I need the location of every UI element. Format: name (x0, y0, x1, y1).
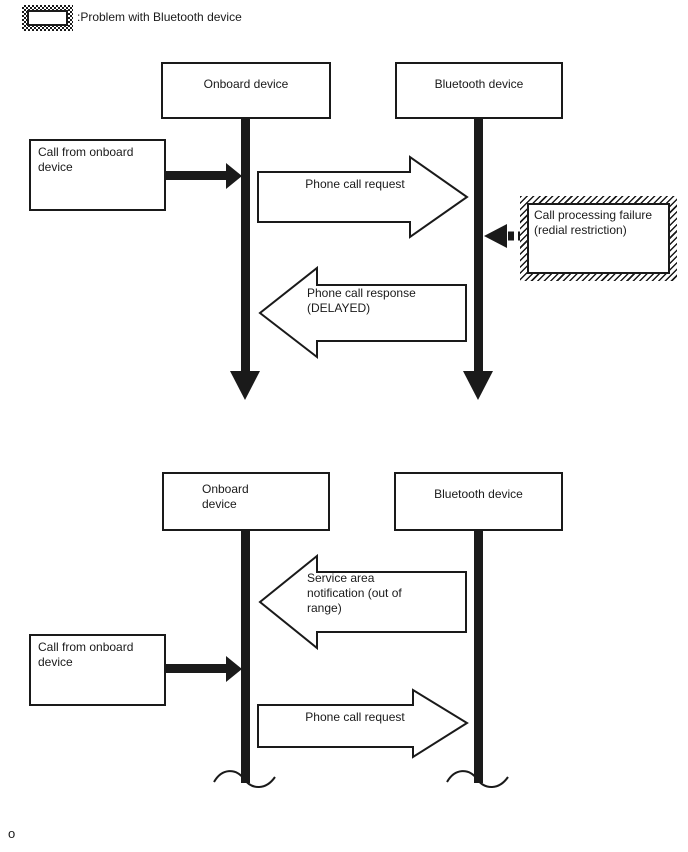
call-from-onboard-arrow-shaft-2 (165, 664, 227, 673)
bottom-call-from-onboard-label: Call from onboard device (38, 640, 134, 669)
call-processing-failure-label: Call processing failure (redial restrict… (527, 203, 670, 274)
call-from-onboard-arrowhead-icon-2 (226, 656, 242, 682)
call-from-onboard-arrowhead-icon (226, 163, 242, 189)
phone-call-request-arrow-2 (257, 688, 469, 759)
legend-swatch-inner-box (27, 10, 68, 26)
phone-call-response-label: Phone call response (DELAYED) (307, 286, 416, 315)
bluetooth-lifeline-break-squiggle (446, 770, 509, 788)
bluetooth-lifeline-top (474, 118, 483, 372)
bottom-phone-call-request-label: Phone call request (305, 710, 405, 724)
legend-label: :Problem with Bluetooth device (77, 10, 242, 24)
phone-call-response-arrow (258, 265, 467, 360)
top-phone-call-request-label: Phone call request (305, 177, 405, 191)
bottom-bluetooth-header-box: Bluetooth device (394, 472, 563, 531)
bluetooth-lifeline-arrowhead-icon (463, 371, 493, 400)
call-processing-failure-box: Call processing failure (redial restrict… (520, 196, 677, 281)
bottom-onboard-header-label: Onboard device (202, 482, 249, 511)
bluetooth-lifeline-bottom (474, 531, 483, 783)
onboard-lifeline-arrowhead-icon (230, 371, 260, 400)
top-call-from-onboard-box: Call from onboard device (29, 139, 166, 211)
top-onboard-header-box: Onboard device (161, 62, 331, 119)
top-bluetooth-header-label: Bluetooth device (434, 77, 524, 91)
onboard-lifeline-break-squiggle (213, 770, 276, 788)
page-marker: o (8, 826, 16, 841)
phone-call-request-arrow (257, 155, 469, 239)
top-call-from-onboard-label: Call from onboard device (38, 145, 134, 174)
top-onboard-header-label: Onboard device (203, 77, 289, 91)
top-bluetooth-header-box: Bluetooth device (395, 62, 563, 119)
failure-dashed-arrowhead-icon (484, 224, 507, 248)
service-area-notification-label: Service area notification (out of range) (307, 571, 402, 615)
service-area-notification-arrow (258, 553, 467, 651)
bottom-onboard-header-box: Onboard device (162, 472, 330, 531)
onboard-lifeline-bottom (241, 531, 250, 783)
bottom-call-from-onboard-box: Call from onboard device (29, 634, 166, 706)
onboard-lifeline-top (241, 118, 250, 372)
legend-problem-swatch (22, 5, 73, 31)
bottom-bluetooth-header-label: Bluetooth device (434, 487, 523, 501)
call-from-onboard-arrow-shaft (165, 171, 227, 180)
